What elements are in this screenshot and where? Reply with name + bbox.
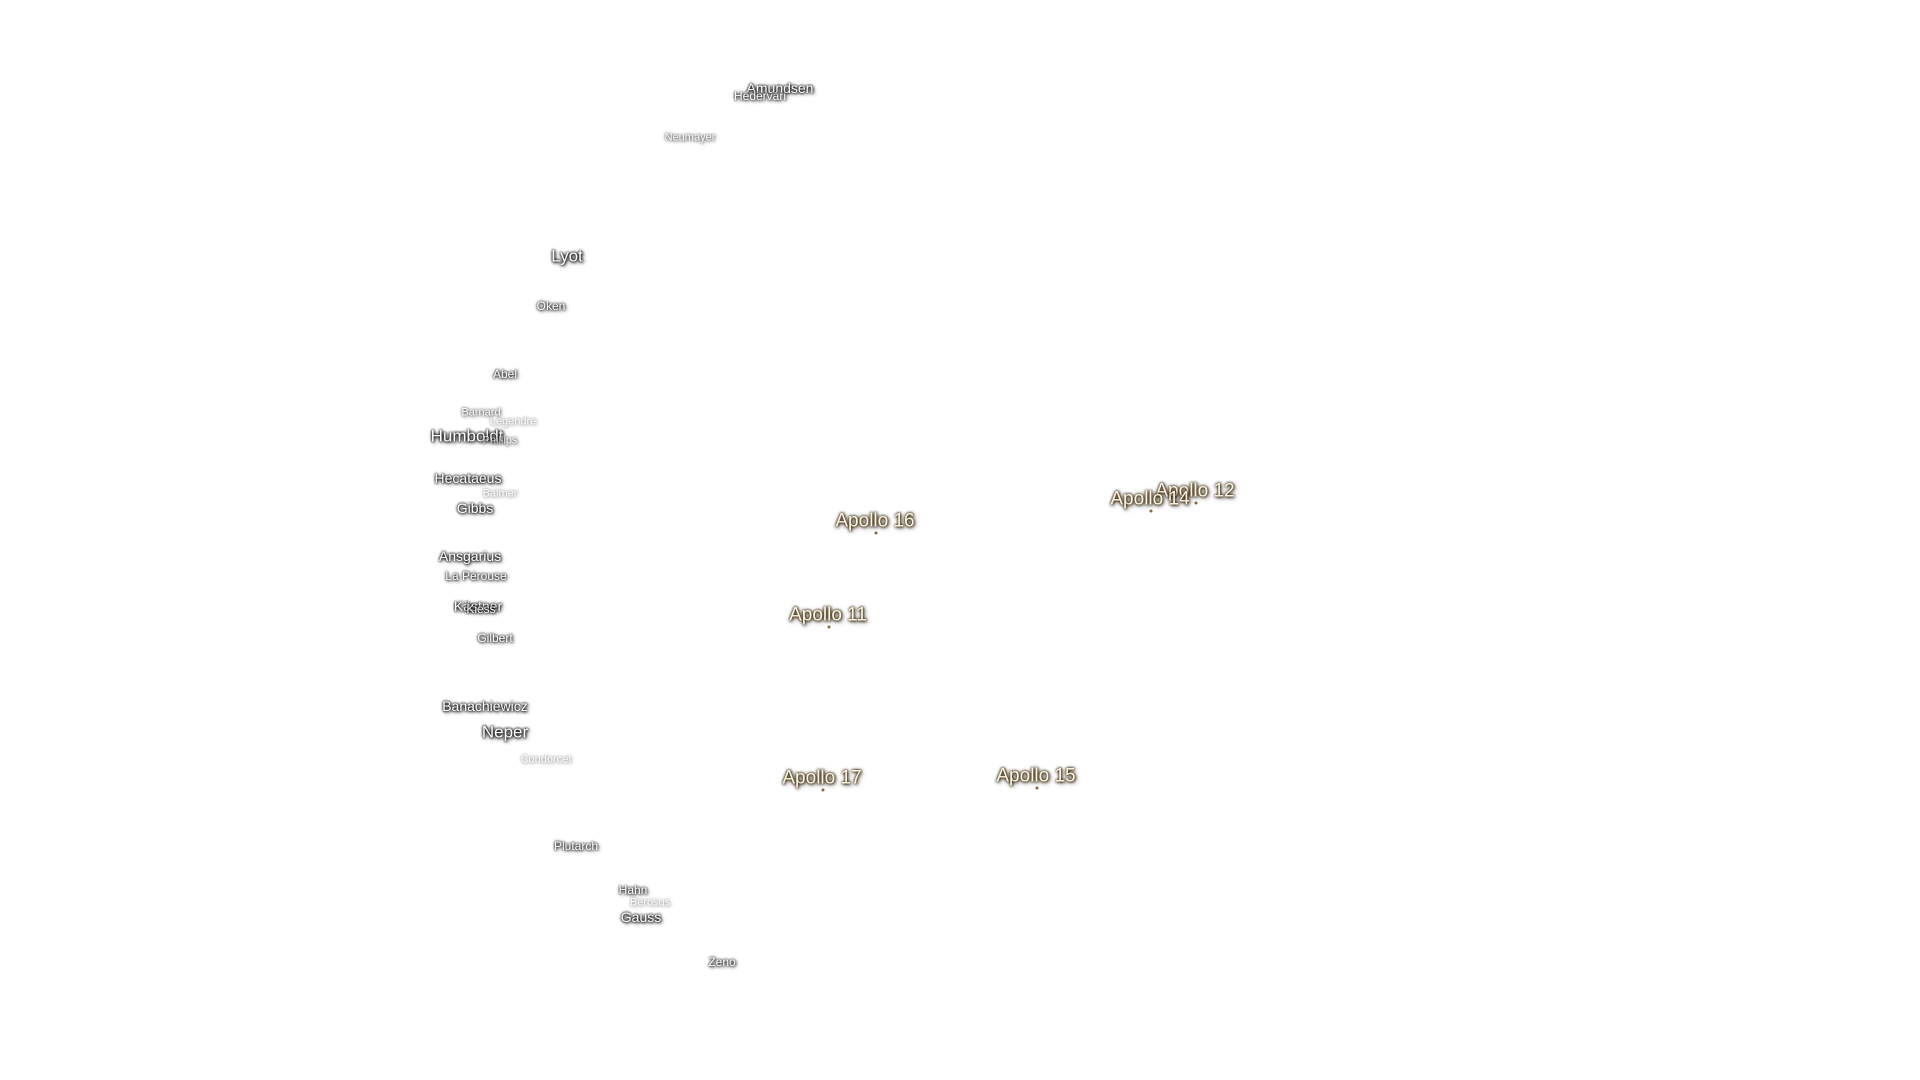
landing-site-marker-apollo-16[interactable] [874, 531, 878, 535]
crater-label-gibbs[interactable]: Gibbs [456, 500, 494, 516]
crater-label-zeno[interactable]: Zeno [708, 955, 736, 969]
crater-label-gauss[interactable]: Gauss [620, 909, 662, 925]
crater-label-phillips[interactable]: Phillips [482, 434, 518, 447]
crater-label-amundsen[interactable]: Amundsen [746, 80, 814, 96]
crater-label-hedervari[interactable]: Hédervári [733, 89, 787, 103]
crater-label-gilbert[interactable]: Gilbert [477, 631, 513, 645]
crater-label-humboldt[interactable]: Humboldt [430, 426, 504, 446]
crater-label-hahn[interactable]: Hahn [618, 883, 648, 897]
crater-label-berosus[interactable]: Berosus [629, 896, 671, 909]
crater-label-kiess[interactable]: Kiess [466, 602, 496, 616]
crater-label-lyot[interactable]: Lyot [551, 246, 583, 266]
crater-label-legendre[interactable]: Legendre [489, 415, 537, 428]
crater-label-balmer[interactable]: Balmer [482, 487, 518, 500]
landing-site-label-apollo-11[interactable]: Apollo 11 [789, 604, 867, 626]
crater-label-abel[interactable]: Abel [492, 367, 518, 381]
crater-label-banachiewicz[interactable]: Banachiewicz [442, 698, 528, 714]
landing-site-label-apollo-15[interactable]: Apollo 15 [996, 765, 1076, 787]
crater-label-plutarch[interactable]: Plutarch [553, 839, 599, 853]
landing-site-label-apollo-14[interactable]: Apollo 14 [1110, 488, 1190, 510]
landing-site-marker-apollo-12[interactable] [1194, 501, 1198, 505]
crater-label-condorcet[interactable]: Condorcet [520, 753, 572, 766]
landing-site-marker-apollo-17[interactable] [821, 788, 825, 792]
landing-site-marker-apollo-15[interactable] [1035, 786, 1039, 790]
crater-label-kastner[interactable]: Kästner [453, 598, 503, 614]
landing-site-marker-apollo-14[interactable] [1149, 509, 1153, 513]
landing-site-marker-apollo-11[interactable] [827, 625, 831, 629]
landing-site-label-apollo-16[interactable]: Apollo 16 [835, 510, 915, 532]
landing-site-label-apollo-17[interactable]: Apollo 17 [782, 767, 862, 789]
crater-label-ansgarius[interactable]: Ansgarius [438, 548, 502, 564]
crater-label-neper[interactable]: Neper [481, 722, 529, 742]
crater-label-neumayer[interactable]: Neumayer [664, 131, 716, 144]
landing-site-label-apollo-12[interactable]: Apollo 12 [1155, 480, 1235, 502]
crater-label-oken[interactable]: Oken [536, 299, 566, 313]
crater-label-barnard[interactable]: Barnard [461, 406, 501, 419]
crater-label-hecataeus[interactable]: Hecataeus [434, 470, 502, 486]
crater-label-la-perouse[interactable]: La Pérouse [445, 569, 507, 583]
